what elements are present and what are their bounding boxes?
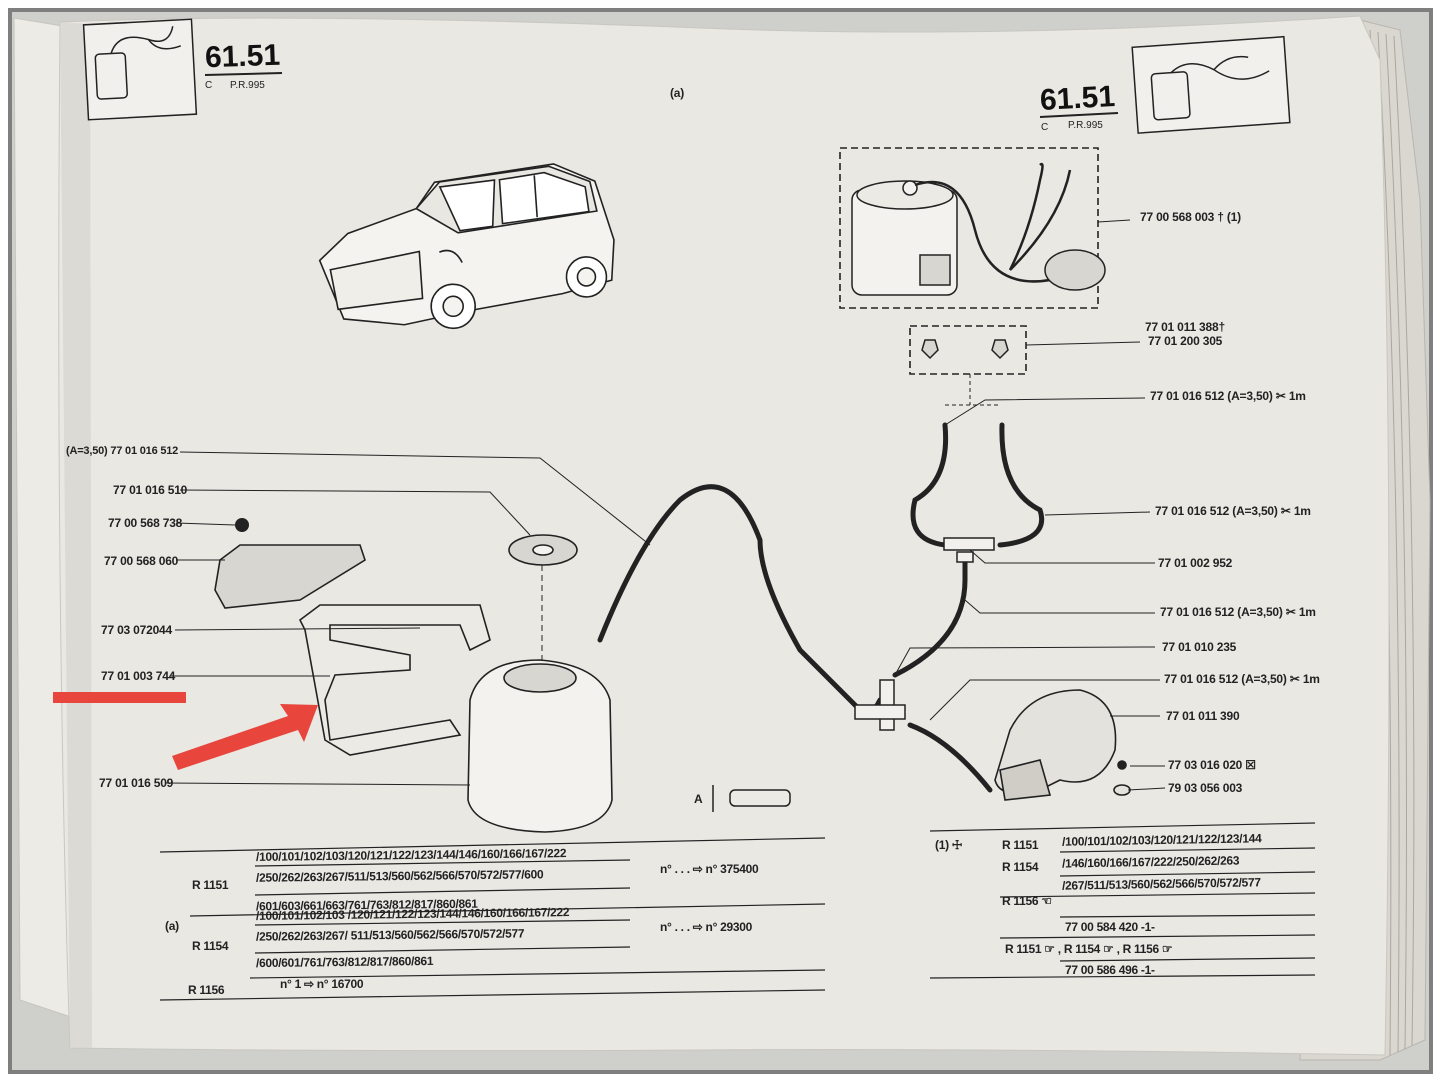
part-label-bracket: 77 00 568 060 [104, 554, 179, 568]
part-label-kit: 77 00 568 003 † (1) [1140, 210, 1241, 224]
right-table-rules [929, 822, 1316, 979]
page-code-right: 61.51 [1039, 80, 1116, 117]
left-table-r1154-line3: /600/601/761/763/812/817/860/861 [255, 953, 434, 971]
part-label-hose-left: (A=3,50) 77 01 016 512 [66, 445, 179, 457]
tube-dimension-mark: A [694, 792, 703, 806]
tube-detail [712, 785, 791, 812]
red-underline-annotation [53, 692, 186, 703]
part-label-pump: 77 01 011 390 [1166, 709, 1240, 723]
washer-pump [994, 689, 1131, 801]
right-table-r1156: R 1156 ☜ [1002, 894, 1052, 908]
part-label-hose-4: 77 01 016 512 (A=3,50) ✂ 1m [1164, 672, 1320, 686]
left-table-r1154: R 1154 [192, 939, 229, 953]
page-sub-c-right: C [1041, 122, 1049, 133]
left-table-r1156: R 1156 [188, 983, 225, 997]
red-arrow-annotation [172, 704, 318, 770]
part-label-grommet: 77 00 568 738 [108, 516, 183, 530]
part-label-nozzle-b: 77 01 200 305 [1148, 334, 1223, 348]
right-table-r1154: R 1154 [1002, 860, 1039, 874]
kit-pump [1044, 249, 1106, 291]
part-label-nozzle-a: 77 01 011 388† [1145, 320, 1225, 334]
left-table-rules [159, 837, 826, 1001]
part-label-hose-2: 77 01 016 512 (A=3,50) ✂ 1m [1155, 504, 1311, 518]
right-table-ref1: 77 00 584 420 -1- [1065, 920, 1155, 934]
part-label-strap: 77 01 003 744 [101, 669, 176, 683]
page-sub-pr-right: P.R.995 [1068, 120, 1103, 131]
car-illustration [318, 163, 615, 330]
right-table-r1151: R 1151 [1002, 838, 1039, 852]
washer-reservoir [467, 534, 613, 833]
left-table-variant: (a) [165, 919, 179, 933]
page-sub-c-left: C [205, 80, 213, 91]
page-code-left: 61.51 [204, 38, 281, 75]
part-label-cap: 77 01 016 510 [113, 483, 188, 497]
grommet [235, 518, 249, 532]
left-header-icon-box [82, 18, 198, 121]
reservoir-icon-right [1150, 55, 1270, 121]
reservoir-icon-left [94, 26, 182, 100]
part-label-hose-1: 77 01 016 512 (A=3,50) ✂ 1m [1150, 389, 1306, 403]
nozzles-box [909, 325, 1027, 375]
part-label-clip: 77 03 072044 [101, 623, 173, 637]
part-label-hose-3: 77 01 016 512 (A=3,50) ✂ 1m [1160, 605, 1316, 619]
part-label-reservoir: 77 01 016 509 [99, 776, 174, 790]
right-table-ref2: 77 00 586 496 -1- [1065, 963, 1155, 977]
left-table-r1151: R 1151 [192, 878, 229, 892]
variant-mark: (a) [670, 86, 685, 100]
right-header-icon-box [1131, 35, 1291, 134]
left-table-r1154-serial: n° . . . ⇨ n° 29300 [660, 920, 752, 934]
part-label-tee: 77 01 002 952 [1158, 556, 1233, 570]
left-table-r1151-serial: n° . . . ⇨ n° 375400 [660, 862, 759, 876]
bracket [214, 544, 491, 756]
kit-reservoir [851, 180, 958, 296]
leader-lines [164, 219, 1166, 791]
right-table-note: (1) ☩ [935, 838, 963, 852]
right-table-combined: R 1151 ☞ , R 1154 ☞ , R 1156 ☞ [1005, 942, 1173, 956]
left-table-r1156-serial: n° 1 ⇨ n° 16700 [280, 977, 364, 991]
part-label-connector: 77 01 010 235 [1162, 640, 1237, 654]
part-label-washer: 79 03 056 003 [1168, 781, 1243, 795]
page-sub-pr-left: P.R.995 [230, 80, 265, 91]
part-label-screw: 77 03 016 020 ☒ [1168, 758, 1256, 772]
